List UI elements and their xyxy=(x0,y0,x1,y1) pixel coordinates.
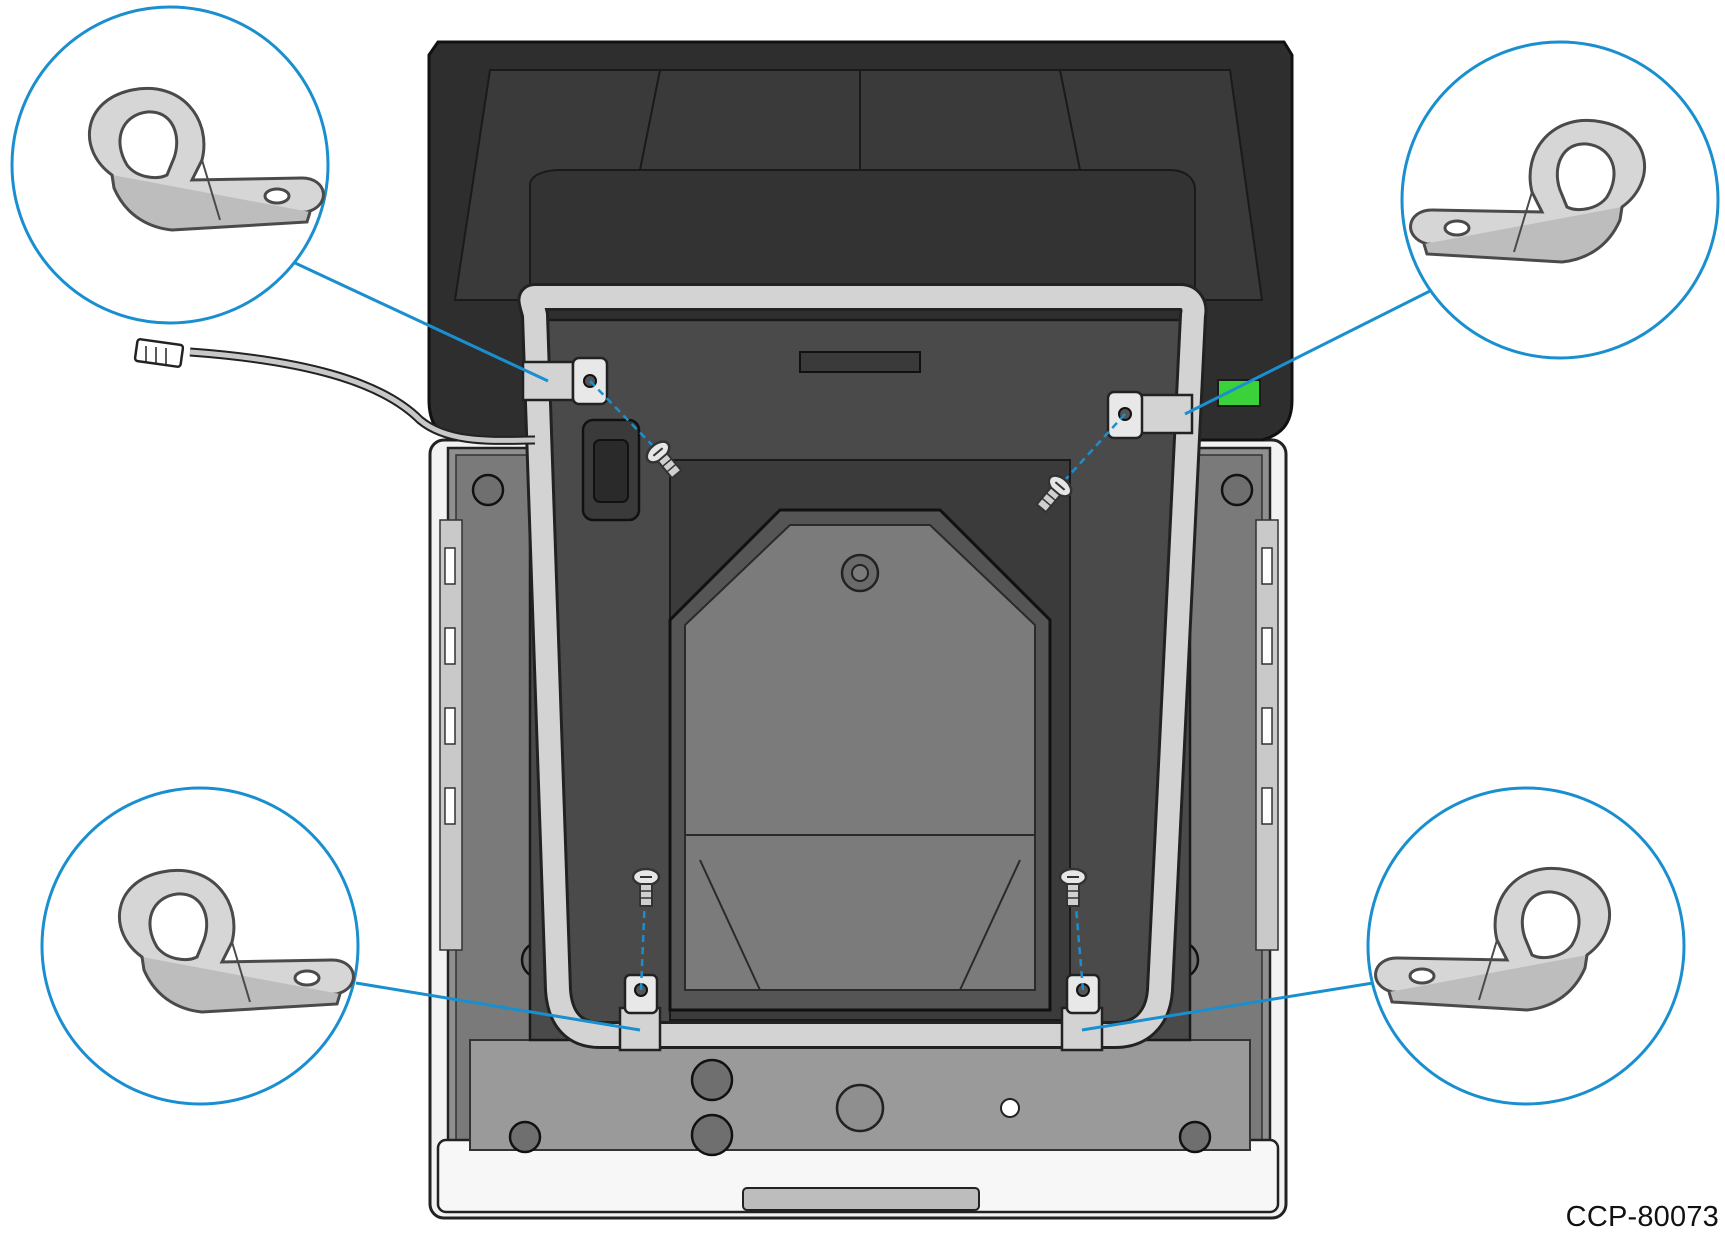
installed-clamp-bottom-left xyxy=(618,973,662,1052)
figure-id-label: CCP-80073 xyxy=(1565,1201,1719,1233)
mounting-bracket xyxy=(517,283,1208,1049)
clamp-callout-bottom-left xyxy=(40,786,360,1106)
installed-clamp-top-right xyxy=(1106,390,1194,440)
rj45-connector-icon xyxy=(133,338,185,368)
screw-guide-lines xyxy=(589,380,1126,991)
clamp-callout-top-left xyxy=(10,5,330,325)
scanner-cavity xyxy=(528,318,1192,1042)
rj45-cable xyxy=(133,338,536,445)
installed-clamp-top-left xyxy=(521,356,609,406)
clamp-callout-top-right xyxy=(1400,40,1720,360)
callout-leaders xyxy=(292,260,1433,1032)
clamp-callout-bottom-right xyxy=(1366,786,1686,1106)
